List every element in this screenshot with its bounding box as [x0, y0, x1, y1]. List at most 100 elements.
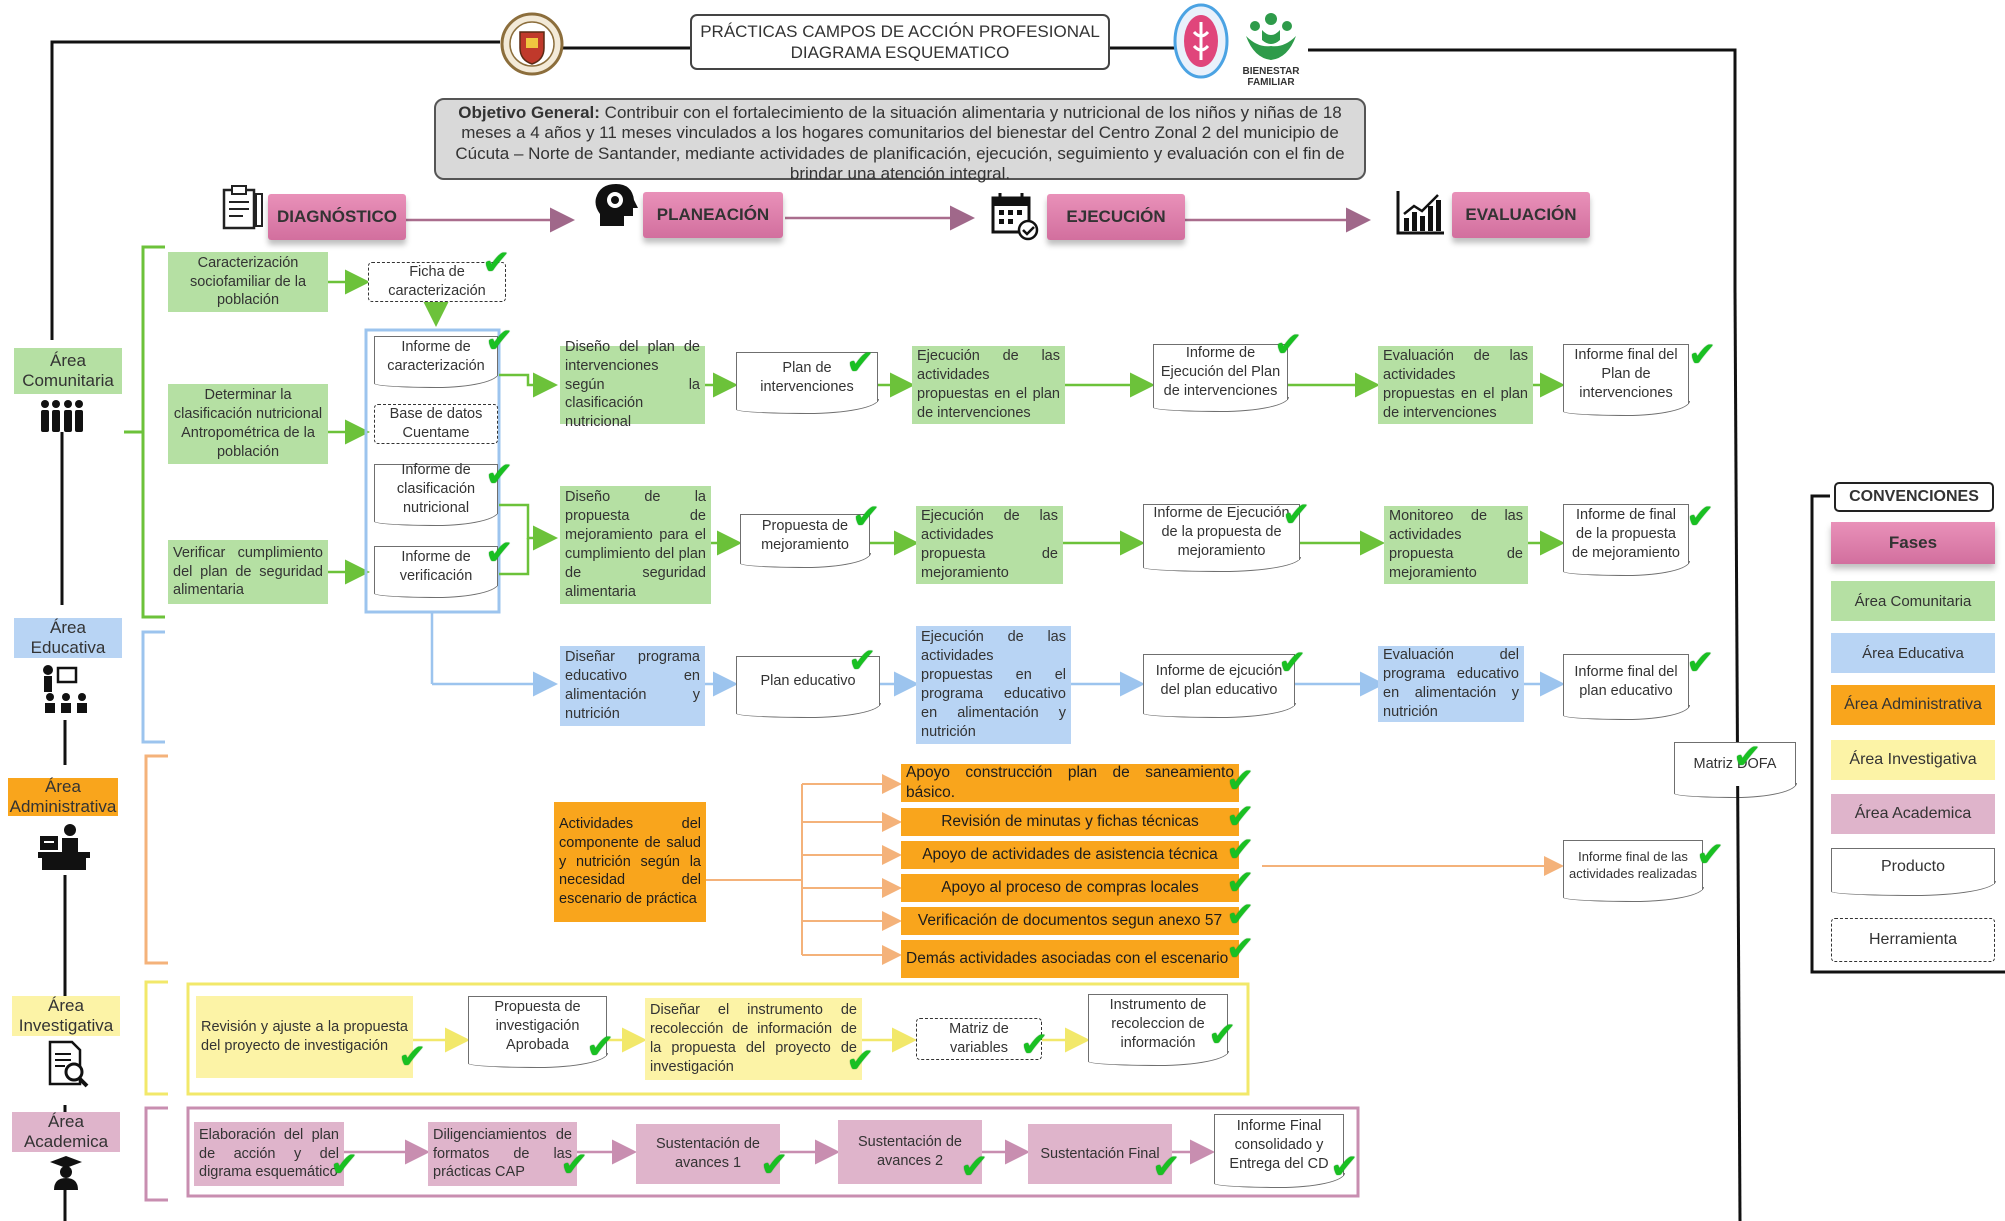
plan-disenar-programa-educativo: Diseñar programa educativo en alimentaci…	[560, 646, 705, 726]
document-search-icon	[46, 1040, 90, 1088]
checkmark-icon: ✔	[1226, 929, 1255, 969]
diag-clasificacion-nutricional: Determinar la clasificación nutricional …	[168, 384, 328, 464]
teacher-classroom-icon	[40, 664, 92, 714]
area-label-educativa: Área Educativa	[14, 618, 122, 658]
acad-sustentacion-avances-2: Sustentación de avances 2	[838, 1120, 982, 1184]
product-instrumento-recoleccion: Instrumento de recoleccion de informació…	[1087, 994, 1229, 1066]
product-informe-clasificacion: Informe de clasificación nutricional	[373, 462, 499, 526]
checkmark-icon: ✔	[846, 1041, 875, 1081]
checkmark-icon: ✔	[485, 321, 514, 361]
checkmark-icon: ✔	[846, 343, 875, 383]
legend-fases: Fases	[1831, 522, 1995, 564]
checkmark-icon: ✔	[586, 1027, 615, 1067]
area-label-investigativa: Área Investigativa	[12, 996, 120, 1036]
legend-area-comunitaria: Área Comunitaria	[1831, 581, 1995, 621]
phase-diagnostico: DIAGNÓSTICO	[268, 194, 406, 240]
checkmark-icon: ✔	[1226, 761, 1255, 801]
product-informe-final-plan: Informe final del Plan de intervenciones	[1562, 344, 1690, 416]
product-informe-ejecucion-plan: Informe de Ejecución del Plan de interve…	[1152, 344, 1289, 412]
admin-activity-minutas: Revisión de minutas y fichas técnicas	[901, 808, 1239, 836]
plan-diseno-propuesta: Diseño de la propuesta de mejoramiento p…	[560, 486, 711, 604]
community-people-icon	[38, 398, 86, 436]
head-brain-icon	[592, 182, 638, 230]
legend-area-investigativa: Área Investigativa	[1831, 740, 1995, 780]
checkmark-icon: ✔	[1688, 335, 1717, 375]
checkmark-icon: ✔	[1020, 1025, 1049, 1065]
checkmark-icon: ✔	[1226, 830, 1255, 870]
phase-evaluacion: EVALUACIÓN	[1452, 192, 1590, 238]
title-line-2: DIAGRAMA ESQUEMATICO	[790, 43, 1010, 62]
university-seal-icon	[500, 8, 564, 80]
acad-elaboracion-plan: Elaboración del plan de acción y del dig…	[194, 1122, 344, 1186]
objective-text: Contribuir con el fortalecimiento de la …	[455, 103, 1345, 184]
checkmark-icon: ✔	[1686, 643, 1715, 683]
icbf-logo-icon	[1172, 2, 1230, 80]
checkmark-icon: ✔	[482, 243, 511, 283]
eval-actividades-intervenciones: Evaluación de las actividades propuestas…	[1378, 346, 1533, 424]
checkmark-icon: ✔	[398, 1037, 427, 1077]
acad-sustentacion-final: Sustentación Final	[1028, 1124, 1172, 1184]
office-desk-icon	[36, 820, 92, 872]
plan-diseno-intervenciones: Diseño del plan de intervenciones según …	[560, 339, 705, 430]
bienestar-familiar-logo: BIENESTAR FAMILIAR	[1238, 10, 1304, 87]
checkmark-icon: ✔	[1208, 1015, 1237, 1055]
exec-programa-educativo: Ejecución de las actividades propuestas …	[916, 626, 1071, 744]
tool-ficha-caracterizacion: Ficha de caracterización	[368, 262, 506, 302]
product-informe-verificacion: Informe de verificación	[373, 546, 499, 598]
product-informe-final-educativo: Informe final del plan educativo	[1562, 654, 1690, 720]
checkmark-icon: ✔	[1226, 863, 1255, 903]
objective-label: Objetivo General:	[458, 103, 600, 122]
title-line-1: PRÁCTICAS CAMPOS DE ACCIÓN PROFESIONAL	[700, 21, 1100, 41]
area-label-administrativa: Área Administrativa	[8, 777, 118, 816]
checkmark-icon: ✔	[1152, 1147, 1181, 1187]
phase-planeacion: PLANEACIÓN	[643, 192, 783, 238]
admin-activity-asistencia-tecnica: Apoyo de actividades de asistencia técni…	[901, 841, 1239, 869]
checkmark-icon: ✔	[1686, 497, 1715, 537]
tool-matriz-variables: Matriz de variables	[916, 1018, 1042, 1060]
monitoreo-actividades-propuesta: Monitoreo de las actividades propuesta d…	[1384, 506, 1528, 584]
diag-caracterizacion: Caracterización sociofamiliar de la pobl…	[168, 252, 328, 312]
product-informe-caracterizacion: Informe de caracterización	[373, 336, 499, 388]
product-informe-ejecucion-educativo: Informe de ejcución del plan educativo	[1142, 654, 1296, 718]
checkmark-icon: ✔	[1282, 495, 1311, 535]
checkmark-icon: ✔	[1733, 737, 1762, 777]
conventions-title: CONVENCIONES	[1834, 482, 1994, 512]
calendar-check-icon	[990, 190, 1040, 242]
checkmark-icon: ✔	[1696, 835, 1725, 875]
acad-diligenciamiento-formatos: Diligenciamientos de formatos de las prá…	[428, 1122, 577, 1186]
admin-activity-demas: Demás actividades asociadas con el escen…	[901, 940, 1239, 978]
legend-area-administrativa: Área Administrativa	[1831, 685, 1995, 725]
exec-actividades-propuesta: Ejecución de las actividades propuesta d…	[916, 506, 1063, 584]
general-objective: Objetivo General: Contribuir con el fort…	[434, 98, 1366, 184]
admin-activity-anexo-57: Verificación de documentos segun anexo 5…	[901, 907, 1239, 935]
checkmark-icon: ✔	[1226, 895, 1255, 935]
product-informe-final-actividades: Informe final de las actividades realiza…	[1562, 840, 1704, 902]
checkmark-icon: ✔	[1274, 325, 1303, 365]
checkmark-icon: ✔	[485, 533, 514, 573]
bienestar-familiar-text: BIENESTAR FAMILIAR	[1242, 66, 1300, 88]
diagram-title: PRÁCTICAS CAMPOS DE ACCIÓN PROFESIONAL D…	[690, 14, 1110, 70]
legend-producto: Producto	[1830, 848, 1996, 896]
product-informe-final-cd: Informe Final consolidado y Entrega del …	[1213, 1114, 1345, 1188]
product-informe-final-propuesta: Informe de final de la propuesta de mejo…	[1562, 504, 1690, 576]
legend-area-educativa: Área Educativa	[1831, 633, 1995, 673]
invest-revision-propuesta: Revisión y ajuste a la propuesta del pro…	[196, 996, 413, 1078]
exec-actividades-intervenciones: Ejecución de las actividades propuestas …	[912, 346, 1065, 424]
product-propuesta-mejoramiento: Propuesta de mejoramiento	[739, 514, 871, 568]
checkmark-icon: ✔	[560, 1145, 589, 1185]
admin-activity-compras-locales: Apoyo al proceso de compras locales	[901, 874, 1239, 902]
acad-sustentacion-avances-1: Sustentación de avances 1	[636, 1124, 780, 1184]
checkmark-icon: ✔	[1226, 797, 1255, 837]
bar-chart-icon	[1395, 188, 1447, 236]
area-label-academica: Área Academica	[12, 1112, 120, 1152]
graduate-icon	[48, 1154, 84, 1190]
checkmark-icon: ✔	[852, 497, 881, 537]
checkmark-icon: ✔	[1278, 643, 1307, 683]
clipboard-icon	[220, 184, 266, 232]
invest-disenar-instrumento: Diseñar el instrumento de recolección de…	[645, 998, 862, 1080]
diag-verificar-seguridad: Verificar cumplimiento del plan de segur…	[168, 540, 328, 604]
legend-area-academica: Área Academica	[1831, 794, 1995, 834]
eval-programa-educativo: Evaluación del programa educativo en ali…	[1378, 646, 1524, 722]
checkmark-icon: ✔	[848, 641, 877, 681]
